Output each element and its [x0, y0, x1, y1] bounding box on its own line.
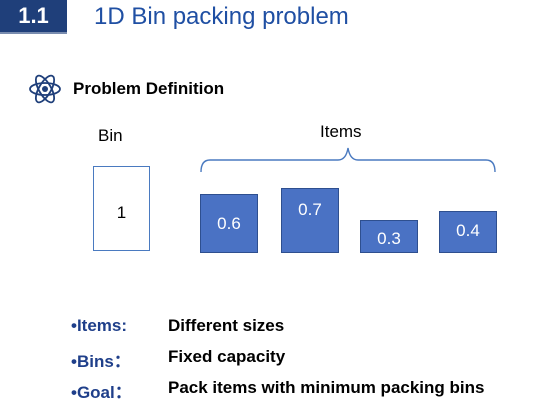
item-box: 0.6: [200, 194, 258, 253]
item-box: 0.3: [360, 220, 418, 253]
items-label: Items: [320, 122, 362, 141]
bin-box: 1: [93, 166, 150, 251]
bin-value: 1: [116, 203, 127, 222]
bin-label: Bin: [98, 126, 123, 145]
bullet-key: •Items:: [71, 316, 128, 335]
bullet-value: Pack items with minimum packing bins: [168, 378, 485, 397]
items-brace: [200, 147, 496, 173]
bullet-key: •Bins：: [71, 352, 131, 371]
section-number-badge: 1.1: [0, 0, 67, 34]
section-label: Problem Definition: [73, 79, 225, 98]
bullet-value: Fixed capacity: [168, 347, 286, 366]
atom-icon: [29, 74, 61, 104]
item-box: 0.7: [281, 188, 339, 253]
item-box: 0.4: [439, 211, 497, 253]
bullet-key: •Goal：: [71, 383, 132, 402]
page-title: 1D Bin packing problem: [94, 3, 349, 30]
bullet-value: Different sizes: [168, 316, 285, 335]
